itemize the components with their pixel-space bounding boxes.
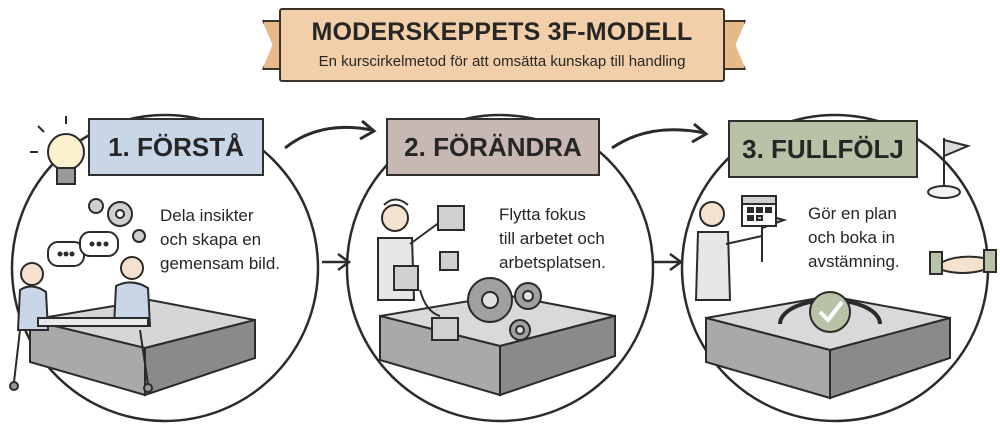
gears-cluster-icon — [467, 277, 542, 341]
calendar-icon — [741, 195, 777, 227]
step-2-label: 2. FÖRÄNDRA — [386, 118, 600, 176]
step-1-description: Dela insikter och skapa en gemensam bild… — [160, 206, 281, 273]
puzzle-icon — [393, 205, 465, 341]
step-3-label: 3. FULLFÖLJ — [728, 120, 918, 178]
speech-bubbles-icon — [47, 231, 119, 267]
curved-arrow-1-2 — [284, 125, 373, 150]
title-banner: MODERSKEPPETS 3F-MODELL En kurscirkelmet… — [279, 8, 725, 82]
meeting-people-illustration — [9, 256, 153, 393]
flag-icon — [927, 138, 972, 199]
banner-title: MODERSKEPPETS 3F-MODELL — [311, 18, 693, 46]
handshake-icon — [929, 249, 997, 275]
gears-icon — [88, 198, 146, 243]
step2-circle — [345, 113, 655, 423]
step-1-label: 1. FÖRSTÅ — [88, 118, 264, 176]
lightbulb-icon — [30, 116, 95, 185]
step1-circle — [10, 113, 320, 423]
banner-subtitle: En kurscirkelmetod för att omsätta kunsk… — [318, 53, 686, 70]
curved-arrow-2-3 — [611, 128, 706, 150]
puzzle-arrow — [419, 289, 441, 317]
checkmark-icon — [778, 291, 882, 333]
banner-background — [279, 8, 725, 82]
step-3-description: Gör en plan och boka in avstämning. — [808, 204, 900, 271]
step-2-description: Flytta fokus till arbetet och arbetsplat… — [499, 205, 606, 272]
